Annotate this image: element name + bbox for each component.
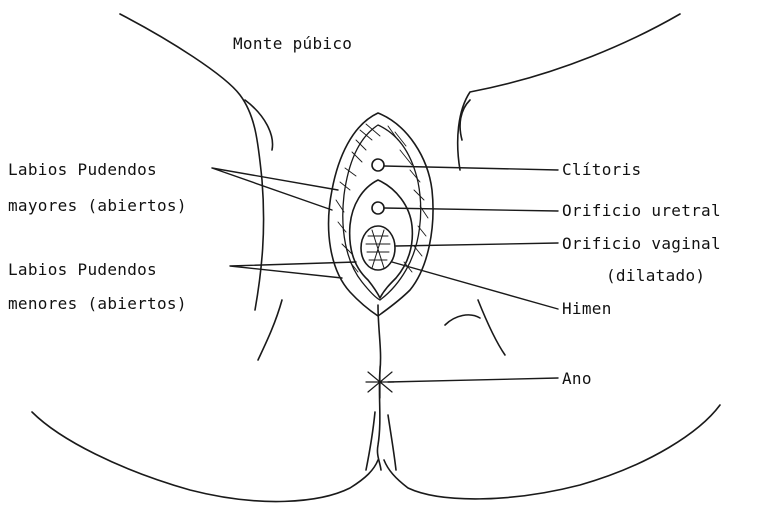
leader-ano <box>388 378 558 382</box>
label-orificio-vaginal-line1: Orificio vaginal <box>562 236 721 252</box>
right-skin-curve <box>478 300 505 355</box>
hymen-texture <box>366 230 390 268</box>
leader-labios-mayores <box>212 168 338 210</box>
urethral-orifice-mark <box>372 202 384 214</box>
left-inner-fold <box>245 100 273 150</box>
right-buttock-outline <box>384 405 720 499</box>
leader-himen <box>392 262 558 309</box>
label-orificio-uretral: Orificio uretral <box>562 203 721 219</box>
labia-majora-outline <box>329 113 433 316</box>
perineum-line-inner <box>366 412 396 470</box>
label-labios-menores-line2: menores (abiertos) <box>8 296 187 312</box>
label-monte-pubico: Monte púbico <box>233 36 352 52</box>
label-ano: Ano <box>562 371 592 387</box>
leader-orificio-vaginal <box>396 243 558 246</box>
leader-orificio-uretral <box>384 208 558 211</box>
label-labios-menores-line1: Labios Pudendos <box>8 262 157 278</box>
leader-lines <box>212 166 558 382</box>
clitoris-mark <box>372 159 384 171</box>
right-skin-mark <box>445 315 480 325</box>
label-clitoris: Clítoris <box>562 162 641 178</box>
label-labios-mayores-line2: mayores (abiertos) <box>8 198 187 214</box>
left-skin-curve <box>258 300 282 360</box>
label-labios-mayores-line1: Labios Pudendos <box>8 162 157 178</box>
right-inner-fold <box>460 100 470 140</box>
left-buttock-outline <box>32 412 378 502</box>
right-thigh-outline <box>458 14 680 170</box>
leader-clitoris <box>384 166 558 170</box>
label-orificio-vaginal-line2: (dilatado) <box>606 268 705 284</box>
label-himen: Himen <box>562 301 612 317</box>
